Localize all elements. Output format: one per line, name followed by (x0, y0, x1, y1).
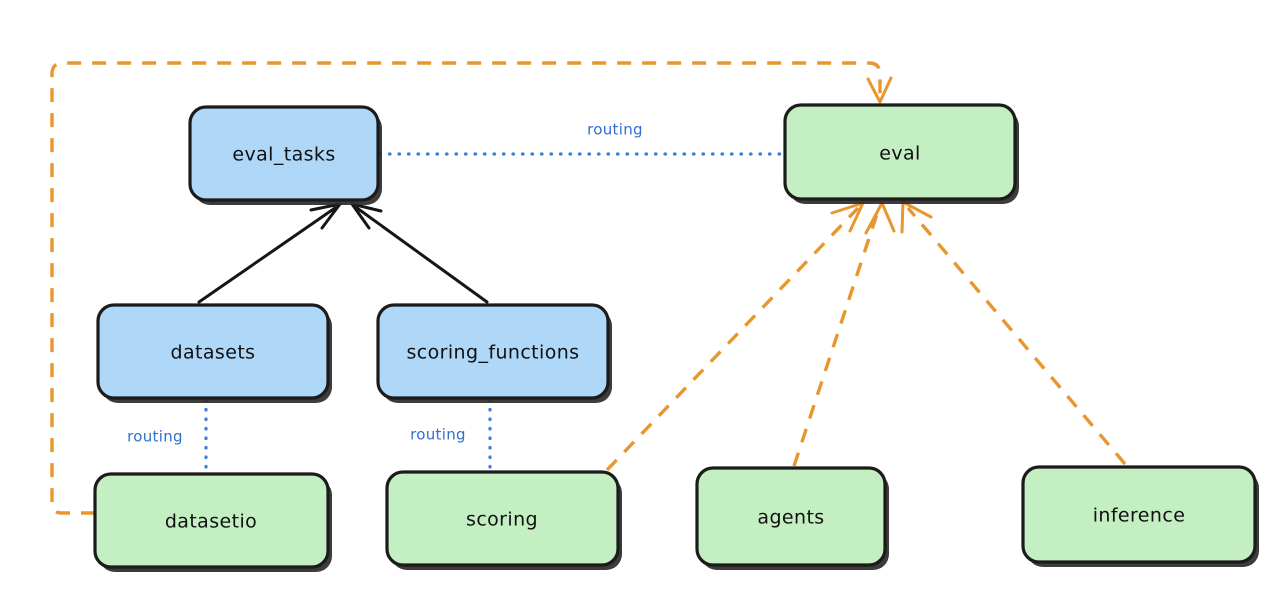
edge-scoring-eval (605, 201, 865, 472)
node-scoring-functions-box[interactable] (376, 303, 610, 400)
node-datasets-box[interactable] (96, 303, 330, 400)
nodes: eval_tasks eval datasets scoring_functio… (93, 103, 1259, 572)
node-inference-box[interactable] (1021, 465, 1257, 564)
edge-agents-eval (792, 201, 896, 467)
node-datasetio[interactable]: datasetio (93, 472, 332, 572)
edge-agents-eval-arrowhead (864, 201, 896, 235)
node-datasetio-box[interactable] (93, 472, 330, 569)
node-eval-box[interactable] (783, 103, 1017, 201)
node-inference-label: inference (1093, 505, 1186, 527)
edge-scoring-eval-line (605, 206, 860, 472)
node-agents[interactable]: agents (695, 466, 889, 570)
node-eval-tasks-label: eval_tasks (232, 144, 335, 166)
edge-label-routing-scoring-functions: routing (410, 426, 466, 444)
edge-datasetio-eval-line (50, 61, 882, 515)
edge-datasetio-eval (50, 61, 893, 515)
node-agents-box[interactable] (695, 466, 887, 567)
node-datasets[interactable]: datasets (96, 303, 332, 403)
node-eval-tasks-box[interactable] (188, 105, 380, 202)
edge-agents-eval-line (792, 207, 881, 467)
edge-inference-eval (900, 200, 1127, 466)
edge-label-routing-eval-tasks: routing (587, 121, 643, 139)
dependency-edges (50, 61, 1127, 515)
node-datasets-label: datasets (171, 342, 256, 364)
node-eval-label: eval (879, 143, 920, 165)
node-inference[interactable]: inference (1021, 465, 1259, 567)
node-eval-tasks[interactable]: eval_tasks (188, 105, 382, 205)
routing-edges (204, 152, 785, 474)
edge-datasetio-eval-arrowhead (866, 76, 893, 104)
edge-inference-eval-line (906, 206, 1127, 466)
solid-edges (197, 202, 489, 304)
node-agents-label: agents (757, 507, 824, 529)
node-eval[interactable]: eval (783, 103, 1019, 204)
edge-scoring-functions-eval-tasks (350, 202, 489, 304)
edge-scoring-functions-eval-tasks-line (355, 206, 489, 304)
edge-labels: routing routing routing (127, 121, 643, 446)
node-scoring[interactable]: scoring (385, 470, 622, 570)
node-scoring-box[interactable] (385, 470, 620, 567)
node-datasetio-label: datasetio (165, 511, 257, 533)
edge-datasets-eval-tasks (197, 202, 342, 304)
node-scoring-label: scoring (466, 509, 538, 531)
node-scoring-functions[interactable]: scoring_functions (376, 303, 612, 403)
edge-label-routing-datasets: routing (127, 428, 183, 446)
edge-datasets-eval-tasks-line (197, 206, 337, 304)
edge-scoring-eval-arrowhead (830, 201, 865, 233)
node-scoring-functions-label: scoring_functions (407, 342, 580, 364)
